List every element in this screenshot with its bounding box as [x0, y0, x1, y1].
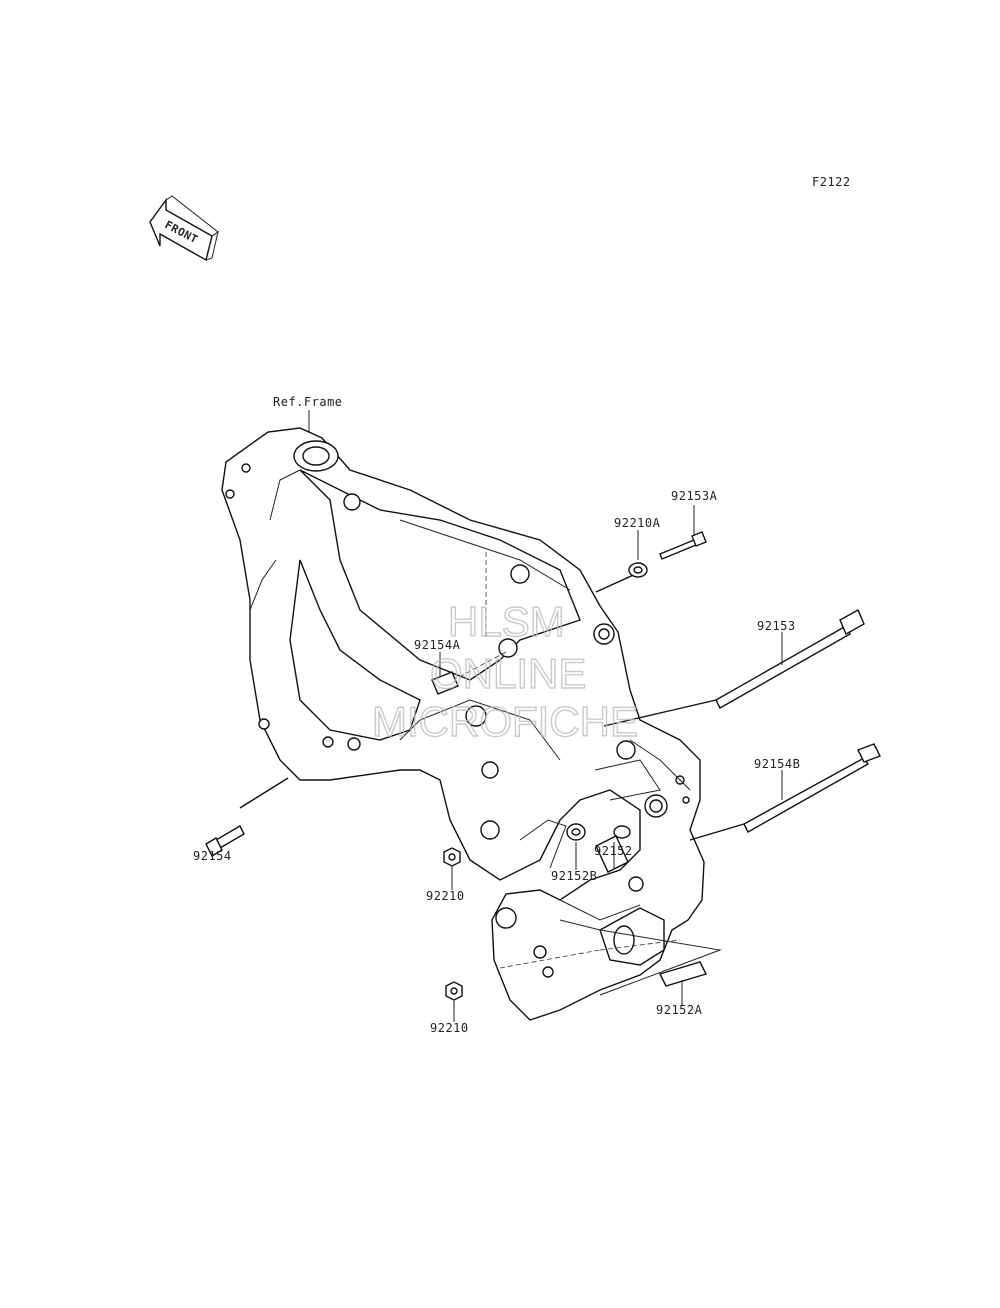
- part-92210-lower: [445, 981, 463, 1022]
- part-label-92152: 92152: [594, 844, 633, 858]
- part-label-92154: 92154: [193, 849, 232, 863]
- part-label-92210A: 92210A: [614, 516, 661, 530]
- frame-drawing: [221, 427, 705, 1021]
- diagram-code: F2122: [812, 175, 851, 189]
- part-92154: [205, 777, 289, 857]
- alignment-lines: [445, 552, 722, 996]
- part-92153: [603, 609, 865, 727]
- front-arrow-icon: FRONT: [149, 195, 219, 262]
- svg-text:ONLINE: ONLINE: [430, 650, 586, 697]
- part-92154A: [431, 652, 459, 695]
- part-label-92210-upper: 92210: [426, 889, 465, 903]
- ref-frame-label: Ref.Frame: [273, 395, 343, 409]
- part-92210A: [628, 530, 648, 578]
- svg-text:HLSM: HLSM: [448, 598, 565, 645]
- part-label-92154A: 92154A: [414, 638, 461, 652]
- part-92210-upper: [443, 847, 461, 890]
- part-92154B: [689, 743, 881, 841]
- watermark: HLSM ONLINE MICROFICHE: [371, 597, 638, 745]
- part-label-92152A: 92152A: [656, 1003, 703, 1017]
- part-label-92154B: 92154B: [754, 757, 800, 771]
- svg-text:MICROFICHE: MICROFICHE: [372, 698, 638, 745]
- part-label-92153A: 92153A: [671, 489, 718, 503]
- part-92152: [595, 825, 631, 873]
- part-92152B: [566, 823, 586, 870]
- part-label-92210-lower: 92210: [430, 1021, 469, 1035]
- part-92152A: [659, 961, 707, 1005]
- part-label-92153: 92153: [757, 619, 796, 633]
- part-label-92152B: 92152B: [551, 869, 597, 883]
